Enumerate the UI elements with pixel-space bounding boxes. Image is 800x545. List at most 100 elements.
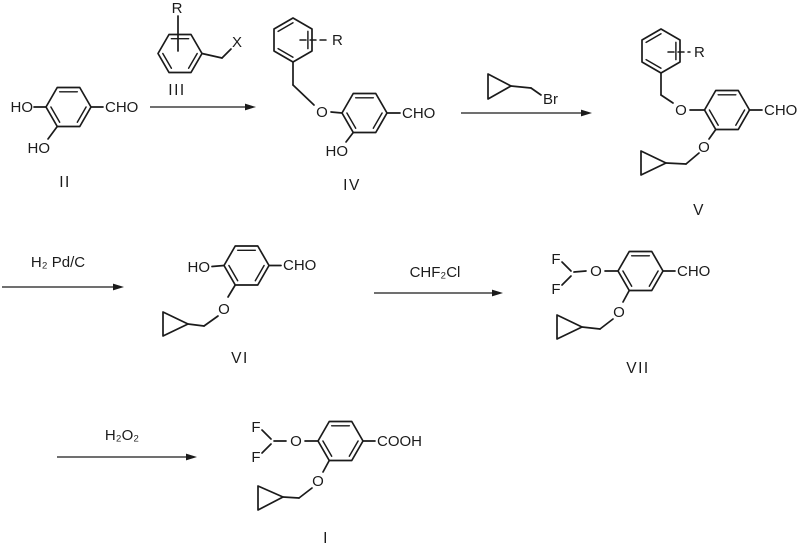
molecule-iii: R X III: [157, 0, 242, 99]
cyclopropyl-ring: [162, 311, 189, 337]
double-bond-line: [187, 52, 198, 70]
molecule-i: F F O COOH O I: [251, 419, 422, 545]
double-bond-line: [708, 109, 719, 126]
double-bond-line: [50, 106, 61, 123]
benzene-ring: [703, 89, 751, 131]
double-bond-line: [228, 264, 239, 282]
atom-label-oh: HO: [188, 259, 211, 276]
atom-label-o: O: [590, 263, 602, 280]
bond: [561, 261, 572, 272]
reagent-cyclopropylmethyl-bromide: Br: [487, 73, 558, 108]
bond: [660, 94, 674, 104]
double-bond-line: [254, 264, 265, 282]
benzene-ring: [157, 33, 203, 74]
atom-label-o: O: [675, 102, 687, 119]
atom-label-f: F: [251, 419, 260, 436]
bond: [201, 52, 223, 59]
cyclopropyl-ring: [257, 485, 284, 511]
reagent-label-chf2cl: CHF₂Cl: [410, 264, 461, 281]
cyclopropyl-ring: [556, 314, 583, 340]
bond: [261, 429, 272, 440]
arrowhead: [245, 103, 256, 111]
atom-label-cho: CHO: [105, 99, 138, 116]
atom-label-cho: CHO: [677, 263, 710, 280]
molecule-ii: HO CHO HO II: [11, 86, 138, 191]
atom-label-o: O: [218, 301, 230, 318]
molecule-vii: F F O CHO O VII: [551, 250, 710, 377]
arrowhead: [492, 289, 503, 297]
bond: [298, 487, 313, 499]
compound-label-vii: VII: [626, 360, 649, 377]
compound-label-iii: III: [168, 82, 185, 99]
bond: [708, 128, 717, 140]
double-bond-line: [648, 270, 659, 287]
reaction-arrow-5: H₂O₂: [57, 427, 197, 461]
atom-label-cho: CHO: [764, 102, 797, 119]
arrowhead: [113, 283, 124, 291]
atom-label-f: F: [551, 251, 560, 268]
atom-label-r: R: [694, 44, 705, 61]
bond: [292, 84, 315, 106]
double-bond-line: [348, 440, 359, 457]
bond: [510, 85, 532, 89]
bond: [227, 284, 237, 298]
benzene-ring: [223, 245, 270, 286]
double-bond-line: [162, 52, 173, 70]
molecule-iv: R O CHO HO IV: [273, 17, 435, 194]
bond: [573, 270, 587, 273]
benzene-ring: [641, 28, 681, 74]
atom-label-oh: HO: [326, 143, 349, 160]
bond: [345, 131, 355, 143]
reagent-label-h2o2: H₂O₂: [105, 427, 139, 444]
atom-label-o: O: [316, 104, 328, 121]
compound-label-iv: IV: [343, 177, 361, 194]
double-bond-line: [277, 22, 294, 33]
bond: [261, 443, 272, 454]
atom-label-br: Br: [543, 91, 558, 108]
reaction-arrow-2: [461, 109, 592, 117]
molecule-vi: HO CHO O VI: [162, 245, 316, 367]
bond: [581, 326, 601, 330]
reagent-label-h2-pdc: H₂ Pd/C: [31, 254, 85, 271]
bond: [622, 289, 631, 303]
double-bond-line: [346, 112, 357, 129]
atom-label-f: F: [251, 449, 260, 466]
atom-label-f: F: [551, 281, 560, 298]
cyclopropyl-ring: [640, 150, 667, 176]
bond: [322, 459, 331, 473]
atom-label-r: R: [332, 32, 343, 49]
double-bond-line: [645, 58, 662, 69]
reaction-arrow-1: [150, 103, 256, 111]
atom-label-oh: HO: [11, 99, 34, 116]
atom-label-o: O: [290, 433, 302, 450]
atom-label-cho: CHO: [283, 257, 316, 274]
bond: [282, 496, 300, 499]
arrowhead: [186, 453, 197, 461]
reaction-arrow-3: H₂ Pd/C: [2, 254, 124, 291]
benzene-ring: [45, 86, 92, 128]
atom-label-o: O: [312, 473, 324, 490]
double-bond-line: [76, 106, 87, 123]
benzene-ring: [317, 420, 364, 462]
bond: [221, 48, 232, 59]
atom-label-o: O: [613, 304, 625, 321]
arrowhead: [581, 109, 592, 117]
compound-label-v: V: [693, 202, 705, 219]
cyclopropyl-ring: [487, 73, 512, 100]
bond: [685, 152, 700, 165]
bond: [187, 323, 205, 327]
compound-label-i: I: [323, 530, 329, 545]
double-bond-line: [645, 33, 662, 44]
bond: [530, 87, 542, 96]
atom-label-cho: CHO: [402, 105, 435, 122]
bond: [203, 315, 219, 327]
bond: [665, 162, 687, 165]
compound-label-ii: II: [59, 174, 71, 191]
double-bond-line: [322, 440, 333, 457]
atom-label-r: R: [172, 0, 183, 17]
molecule-v: R O CHO O V: [640, 28, 797, 219]
benzene-ring: [617, 250, 664, 292]
atom-label-oh: HO: [28, 140, 51, 157]
